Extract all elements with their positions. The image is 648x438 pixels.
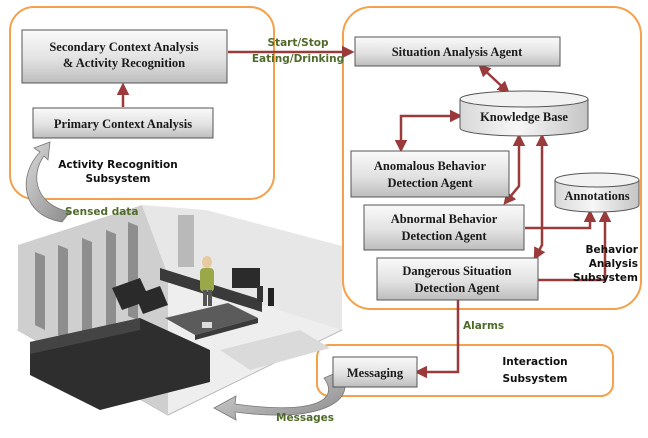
anomalous-behavior-agent-box: Anomalous Behavior Detection Agent bbox=[350, 150, 510, 198]
behavior-analysis-title-1: Behavior bbox=[585, 244, 638, 256]
arrow-abnormal-to-annotations bbox=[525, 209, 597, 230]
dangerous-agent-label-1: Dangerous Situation bbox=[402, 264, 511, 278]
messaging-label: Messaging bbox=[347, 366, 404, 380]
abnormal-agent-label-2: Detection Agent bbox=[401, 229, 487, 243]
interaction-title-2: Subsystem bbox=[503, 373, 568, 385]
secondary-context-label-2: & Activity Recognition bbox=[63, 56, 185, 70]
secondary-context-label-1: Secondary Context Analysis bbox=[49, 40, 198, 54]
sensed-data-swoosh-arrow bbox=[25, 141, 71, 223]
sensed-data-label: Sensed data bbox=[65, 206, 138, 218]
behavior-analysis-title-2: Analysis bbox=[589, 258, 638, 270]
arrow-knowledge-anomalous bbox=[394, 109, 463, 153]
eating-drinking-label: Eating/Drinking bbox=[252, 53, 344, 65]
smart-home-room-illustration bbox=[16, 205, 344, 416]
alarms-label: Alarms bbox=[463, 320, 504, 332]
messaging-box: Messaging bbox=[332, 356, 418, 388]
arrow-dangerous-to-messaging bbox=[414, 300, 460, 379]
annotations-cylinder: Annotations bbox=[554, 172, 640, 213]
anomalous-agent-label-2: Detection Agent bbox=[387, 176, 473, 190]
primary-context-box: Primary Context Analysis bbox=[32, 107, 214, 139]
arrow-dangerous-to-annotations bbox=[538, 209, 612, 282]
situation-analysis-agent-box: Situation Analysis Agent bbox=[354, 36, 561, 67]
arrow-situation-knowledge bbox=[478, 64, 510, 94]
situation-analysis-label: Situation Analysis Agent bbox=[392, 45, 523, 59]
knowledge-base-cylinder: Knowledge Base bbox=[459, 90, 589, 137]
abnormal-behavior-agent-box: Abnormal Behavior Detection Agent bbox=[363, 204, 525, 251]
start-stop-label: Start/Stop bbox=[267, 37, 328, 49]
messages-swoosh-arrow bbox=[213, 371, 346, 421]
primary-context-label: Primary Context Analysis bbox=[54, 117, 192, 131]
knowledge-base-label: Knowledge Base bbox=[480, 110, 568, 124]
activity-recognition-title-1: Activity Recognition bbox=[58, 159, 177, 171]
messages-label: Messages bbox=[276, 412, 334, 424]
abnormal-agent-label-1: Abnormal Behavior bbox=[391, 212, 498, 226]
arrow-knowledge-abnormal bbox=[503, 133, 526, 205]
dangerous-agent-label-2: Detection Agent bbox=[414, 281, 500, 295]
anomalous-agent-label-1: Anomalous Behavior bbox=[374, 159, 487, 173]
secondary-context-box: Secondary Context Analysis & Activity Re… bbox=[21, 29, 228, 84]
arrow-knowledge-dangerous bbox=[533, 133, 549, 261]
interaction-title-1: Interaction bbox=[502, 356, 567, 368]
activity-recognition-title-2: Subsystem bbox=[86, 173, 151, 185]
behavior-analysis-title-3: Subsystem bbox=[573, 272, 638, 284]
annotations-label: Annotations bbox=[564, 189, 629, 203]
dangerous-situation-agent-box: Dangerous Situation Detection Agent bbox=[376, 257, 539, 301]
